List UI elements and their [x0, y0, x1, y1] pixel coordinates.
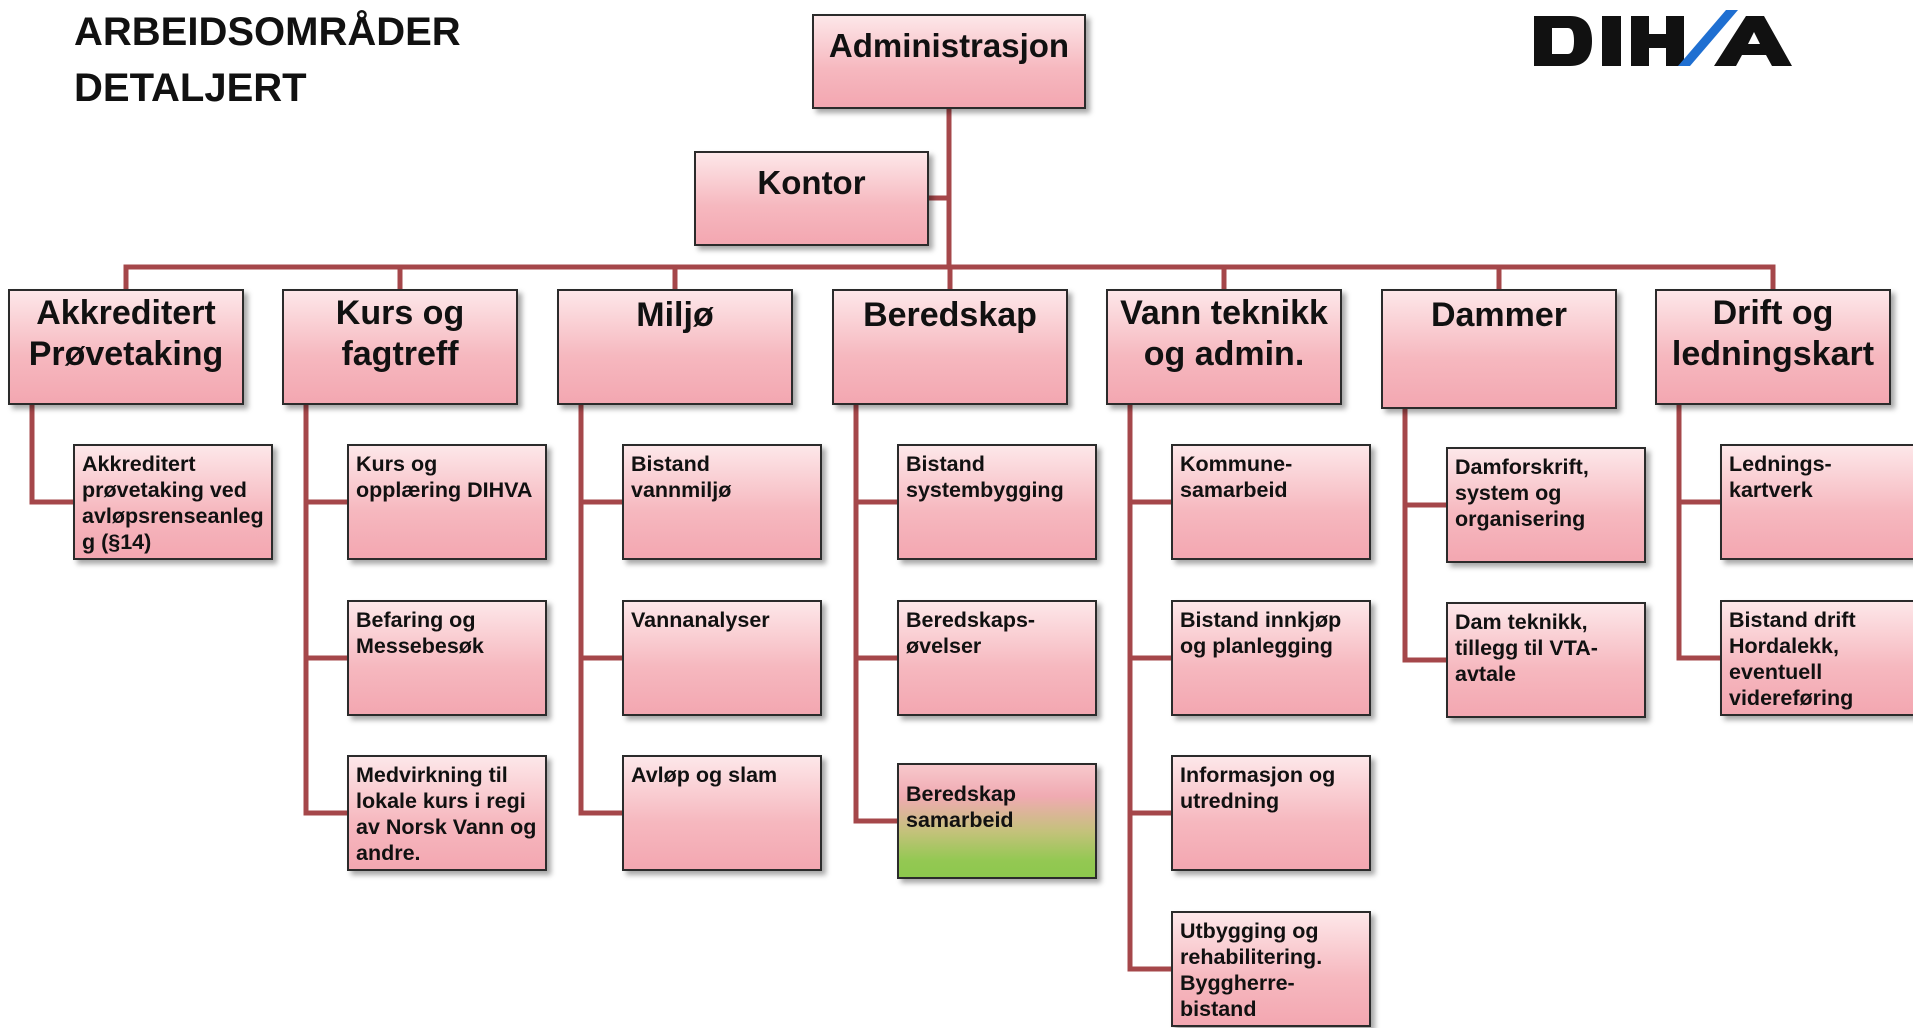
- page-title: ARBEIDSOMRÅDER DETALJERT: [74, 4, 461, 116]
- sub-node: Befaring og Messebesøk: [347, 600, 547, 716]
- sub-node: Bistand drift Hordalekk, eventuell vider…: [1720, 600, 1913, 716]
- logo-letter-v: [1678, 10, 1738, 66]
- sub-node: Damforskrift, system og organisering: [1446, 447, 1646, 563]
- logo-letter-h: [1631, 16, 1684, 66]
- logo-letter-a: [1714, 16, 1792, 66]
- sub-node: Beredskaps-øvelser: [897, 600, 1097, 716]
- page-title-line-2: DETALJERT: [74, 66, 307, 110]
- dihva-logo: [1534, 10, 1792, 66]
- sub-node: Bistand systembygging: [897, 444, 1097, 560]
- page-title-line-1: ARBEIDSOMRÅDER: [74, 10, 461, 54]
- sub-node: Dam teknikk, tillegg til VTA-avtale: [1446, 602, 1646, 718]
- category-node: Miljø: [557, 289, 793, 405]
- sub-node: Kurs og opplæring DIHVA: [347, 444, 547, 560]
- node-administrasjon: Administrasjon: [812, 14, 1086, 109]
- category-node: Dammer: [1381, 289, 1617, 409]
- sub-node: Utbygging og rehabilitering. Byggherre-b…: [1171, 911, 1371, 1027]
- category-node: Vann teknikk og admin.: [1106, 289, 1342, 405]
- sub-node: Informasjon og utredning: [1171, 755, 1371, 871]
- sub-node: Medvirkning til lokale kurs i regi av No…: [347, 755, 547, 871]
- sub-node: Vannanalyser: [622, 600, 822, 716]
- category-node: Drift og ledningskart: [1655, 289, 1891, 405]
- sub-node: Bistand vannmiljø: [622, 444, 822, 560]
- category-node: Akkreditert Prøvetaking: [8, 289, 244, 405]
- sub-node: Lednings-kartverk: [1720, 444, 1913, 560]
- category-node: Beredskap: [832, 289, 1068, 405]
- sub-node: Beredskap samarbeid: [897, 763, 1097, 879]
- sub-node: Avløp og slam: [622, 755, 822, 871]
- category-node: Kurs og fagtreff: [282, 289, 518, 405]
- sub-node: Kommune-samarbeid: [1171, 444, 1371, 560]
- sub-node: Akkreditert prøvetaking ved avløpsrensea…: [73, 444, 273, 560]
- logo-letter-i: [1602, 16, 1621, 66]
- logo-letter-d: [1534, 16, 1592, 66]
- node-kontor: Kontor: [694, 151, 929, 246]
- sub-node: Bistand innkjøp og planlegging: [1171, 600, 1371, 716]
